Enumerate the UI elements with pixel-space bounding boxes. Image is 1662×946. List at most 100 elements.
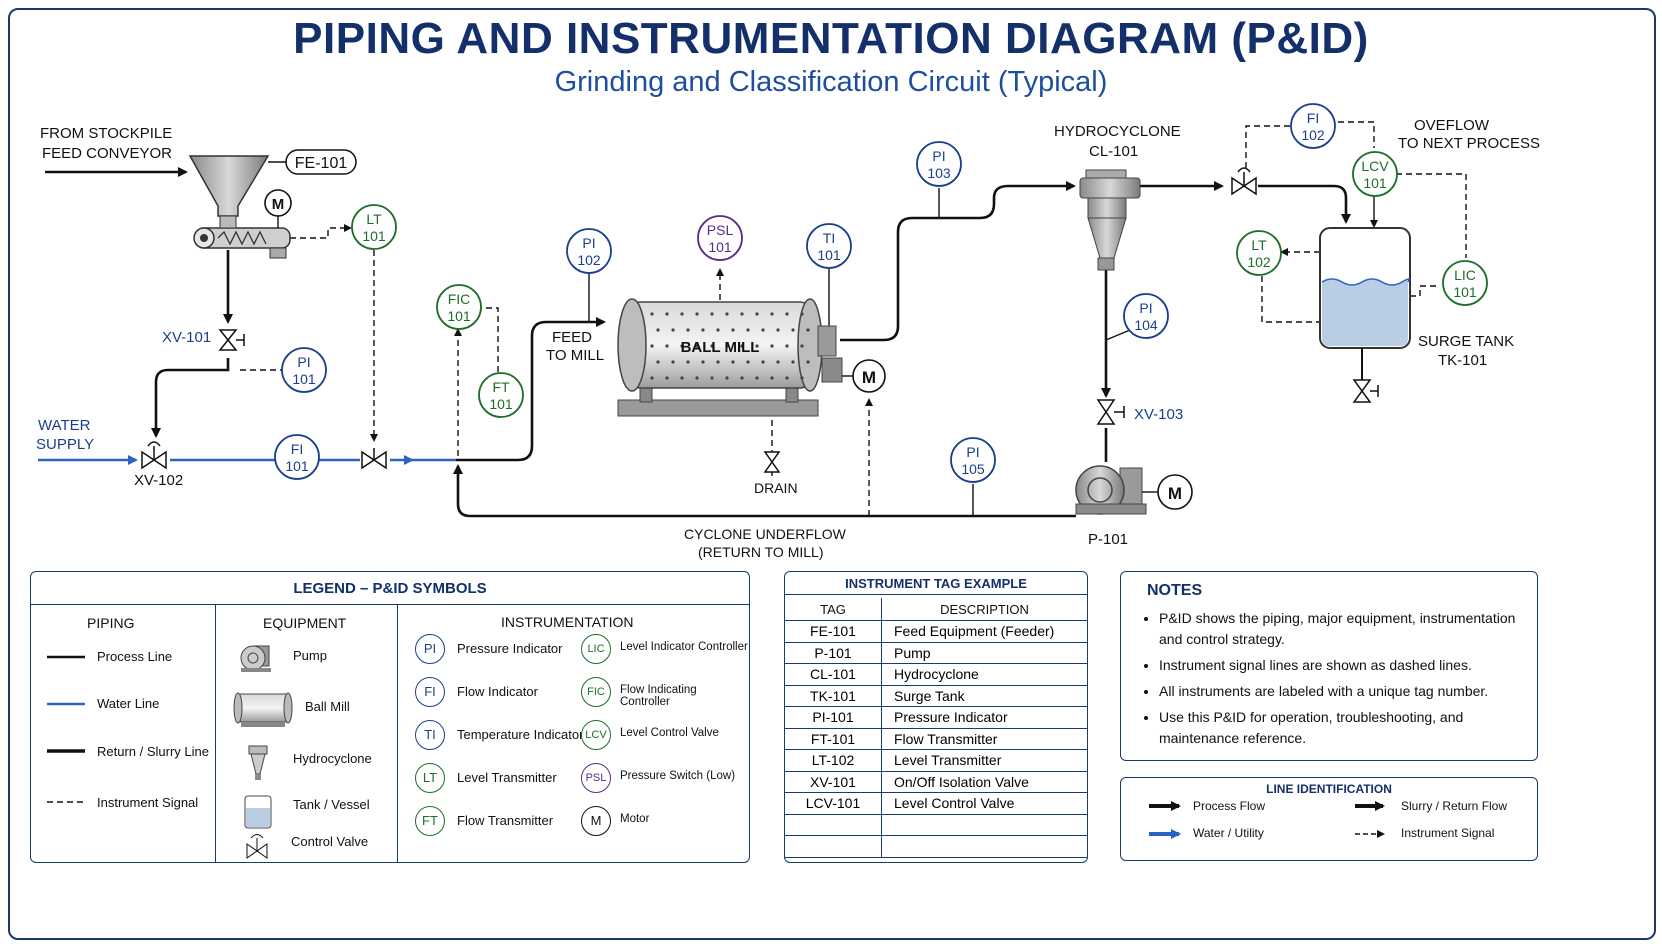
water-supply-label-2: SUPPLY bbox=[36, 436, 94, 453]
signal-lic101 bbox=[1410, 285, 1440, 297]
instrument-psl101-number: 101 bbox=[708, 239, 732, 255]
xv102-label: XV-102 bbox=[134, 472, 183, 489]
feeder-motor: M bbox=[264, 189, 292, 228]
instrument-lt101-code: LT bbox=[366, 211, 382, 227]
instrument-fi101-code: FI bbox=[291, 441, 303, 457]
legend-lic-icon: LIC bbox=[581, 634, 611, 664]
tag-cell: CL-101 bbox=[785, 663, 882, 686]
legend-lt-icon: LT bbox=[415, 763, 445, 793]
svg-text:BALL MILL: BALL MILL bbox=[681, 339, 760, 356]
legend-ti-label: Temperature Indicator bbox=[457, 727, 584, 742]
signal-lic-lcv bbox=[1396, 173, 1467, 258]
description-cell: Level Transmitter bbox=[881, 749, 1087, 772]
line-id-process: Process Flow bbox=[1193, 799, 1266, 813]
description-col-header: DESCRIPTION bbox=[881, 598, 1087, 621]
legend-signal-line: Instrument Signal bbox=[97, 795, 199, 810]
mill-motor: M bbox=[842, 359, 886, 393]
legend-piping-symbols bbox=[47, 655, 85, 803]
legend-fi-label: Flow Indicator bbox=[457, 684, 538, 699]
instrument-fic101-code: FIC bbox=[448, 291, 471, 307]
legend-return-line: Return / Slurry Line bbox=[97, 744, 209, 759]
legend-pump: Pump bbox=[293, 648, 327, 663]
signal-ft101 bbox=[476, 307, 499, 372]
pid-diagram: M FE-101 BALL MILL M bbox=[36, 103, 1540, 560]
instrument-lt102-code: LT bbox=[1251, 237, 1267, 253]
page-title: PIPING AND INSTRUMENTATION DIAGRAM (P&ID… bbox=[293, 14, 1369, 63]
legend-psl-label: Pressure Switch (Low) bbox=[620, 770, 736, 782]
line-id-signal: Instrument Signal bbox=[1401, 826, 1495, 840]
p101-label: P-101 bbox=[1088, 531, 1128, 548]
table-row-empty bbox=[785, 835, 1087, 858]
valve-xv102 bbox=[141, 441, 167, 470]
surge-tank-tk101 bbox=[1319, 227, 1411, 380]
legend-tank: Tank / Vessel bbox=[293, 797, 370, 812]
signal-lt101 bbox=[290, 224, 352, 239]
note-item: Instrument signal lines are shown as das… bbox=[1159, 655, 1523, 676]
description-cell: Surge Tank bbox=[881, 685, 1087, 707]
instrument-tag-table: INSTRUMENT TAG EXAMPLE TAG DESCRIPTION F… bbox=[784, 571, 1088, 863]
water-supply-label-1: WATER bbox=[38, 417, 91, 434]
instrument-pi105-code: PI bbox=[966, 444, 979, 460]
fe101-tag: FE-101 bbox=[268, 149, 357, 175]
legend-pi-label: Pressure Indicator bbox=[457, 641, 563, 656]
description-cell: Flow Transmitter bbox=[881, 728, 1087, 750]
svg-text:M: M bbox=[862, 368, 876, 387]
ball-mill: BALL MILL bbox=[617, 298, 843, 417]
tag-cell: TK-101 bbox=[785, 685, 882, 707]
description-cell: Pump bbox=[881, 642, 1087, 664]
cyclone-underflow-label-1: CYCLONE UNDERFLOW bbox=[684, 526, 847, 542]
line-id-title: LINE IDENTIFICATION bbox=[1266, 782, 1392, 796]
legend-box: LEGEND – P&ID SYMBOLS PIPING Process Lin… bbox=[30, 571, 750, 863]
tag-cell: XV-101 bbox=[785, 771, 882, 793]
feed-to-mill-line bbox=[456, 317, 606, 462]
instrument-pi104-code: PI bbox=[1139, 300, 1152, 316]
note-item: Use this P&ID for operation, troubleshoo… bbox=[1159, 707, 1523, 749]
instrument-pi102-code: PI bbox=[582, 235, 595, 251]
legend-lcv-label: Level Control Valve bbox=[620, 727, 719, 739]
notes-list: P&ID shows the piping, major equipment, … bbox=[1139, 608, 1523, 749]
instrument-ft101-code: FT bbox=[492, 379, 510, 395]
surge-tank-tag-label: TK-101 bbox=[1438, 352, 1487, 369]
tag-cell: PI-101 bbox=[785, 706, 882, 729]
notes-box: NOTES P&ID shows the piping, major equip… bbox=[1120, 571, 1538, 761]
cyclone-underflow-label-2: (RETURN TO MILL) bbox=[698, 544, 824, 560]
legend-hydrocyclone: Hydrocyclone bbox=[293, 751, 372, 766]
instrument-pi103-number: 103 bbox=[927, 165, 951, 181]
description-cell: Hydrocyclone bbox=[881, 663, 1087, 686]
legend-water-line: Water Line bbox=[97, 696, 160, 711]
xv103-label: XV-103 bbox=[1134, 406, 1183, 423]
legend-equipment-heading: EQUIPMENT bbox=[263, 615, 347, 631]
line-id-slurry: Slurry / Return Flow bbox=[1401, 799, 1508, 813]
legend-title: LEGEND – P&ID SYMBOLS bbox=[293, 580, 487, 597]
feed-to-water-line bbox=[151, 358, 230, 438]
note-item: P&ID shows the piping, major equipment, … bbox=[1159, 608, 1523, 650]
table-row-empty bbox=[785, 814, 1087, 836]
description-cell: Feed Equipment (Feeder) bbox=[881, 620, 1087, 643]
line-id-symbols bbox=[1149, 801, 1385, 839]
legend-instrumentation-heading: INSTRUMENTATION bbox=[501, 614, 634, 630]
note-item: All instruments are labeled with a uniqu… bbox=[1159, 681, 1523, 702]
mill-discharge-line bbox=[840, 181, 1076, 342]
tank-icon bbox=[244, 795, 272, 829]
signal-fi102-b bbox=[1338, 121, 1375, 148]
svg-text:M: M bbox=[272, 196, 285, 213]
instrument-psl101-code: PSL bbox=[707, 222, 734, 238]
xv101-label: XV-101 bbox=[162, 329, 211, 346]
valve-tank-drain bbox=[1352, 379, 1379, 403]
legend-lic-label: Level Indicator Controller bbox=[620, 641, 748, 653]
